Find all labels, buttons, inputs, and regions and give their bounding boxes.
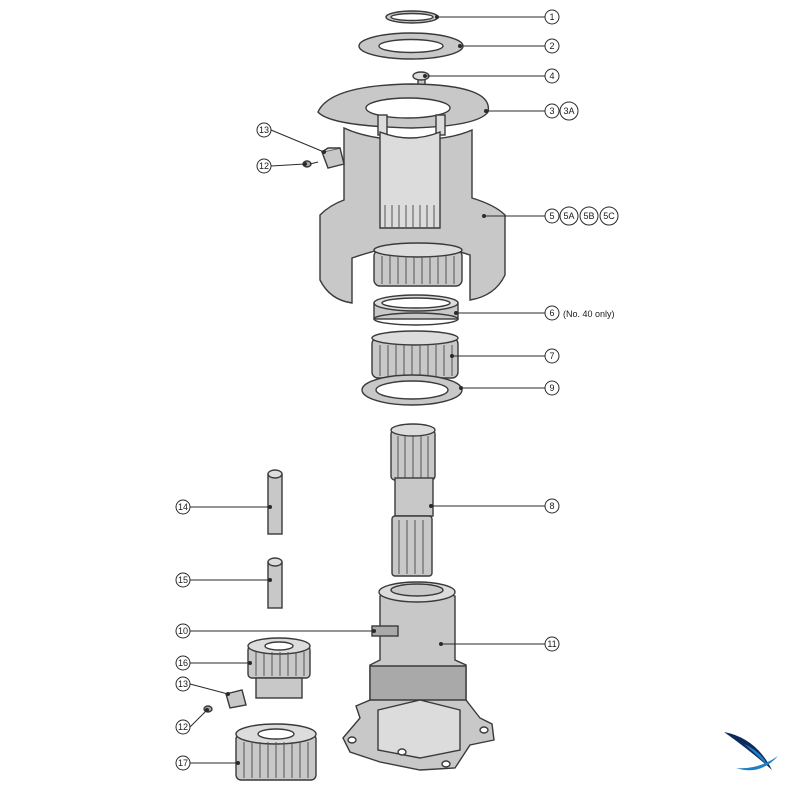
callout-11: 11 bbox=[439, 636, 560, 652]
callout-13-upper: 13 bbox=[256, 122, 326, 154]
callout-4: 4 bbox=[423, 68, 560, 84]
part-3-top-flange bbox=[317, 83, 490, 136]
svg-text:9: 9 bbox=[549, 383, 554, 393]
part-9-washer bbox=[361, 374, 463, 406]
part-11-base bbox=[342, 581, 495, 771]
callout-1: 1 bbox=[435, 9, 560, 25]
sail-swoosh-logo bbox=[724, 732, 778, 771]
svg-text:11: 11 bbox=[547, 639, 556, 649]
part-13-pawl-lower bbox=[225, 689, 247, 709]
part-5-drum-body bbox=[319, 126, 506, 304]
callout-2: 2 bbox=[458, 38, 560, 54]
callout-6-note: (No. 40 only) bbox=[563, 309, 615, 319]
svg-text:12: 12 bbox=[178, 722, 188, 732]
svg-text:13: 13 bbox=[178, 679, 188, 689]
svg-text:8: 8 bbox=[549, 501, 554, 511]
part-16-pinion-gear bbox=[247, 637, 311, 699]
callout-6: 6 (No. 40 only) bbox=[454, 305, 615, 321]
callout-3: 3 3A bbox=[484, 101, 579, 121]
svg-text:5A: 5A bbox=[563, 211, 574, 221]
svg-text:4: 4 bbox=[549, 71, 554, 81]
callout-13-lower: 13 bbox=[175, 676, 230, 696]
callout-5: 5 5A 5B 5C bbox=[482, 206, 619, 226]
part-13-pawl-upper bbox=[321, 147, 345, 169]
upper-roller-bearing bbox=[373, 242, 463, 287]
svg-text:5C: 5C bbox=[603, 211, 615, 221]
svg-text:2: 2 bbox=[549, 41, 554, 51]
svg-text:3: 3 bbox=[549, 106, 554, 116]
callout-10: 10 bbox=[175, 623, 376, 639]
callout-7: 7 bbox=[450, 348, 560, 364]
svg-text:13: 13 bbox=[259, 125, 269, 135]
part-15-pin bbox=[267, 557, 283, 609]
svg-text:1: 1 bbox=[549, 12, 554, 22]
callout-16: 16 bbox=[175, 655, 252, 671]
svg-text:12: 12 bbox=[259, 161, 269, 171]
part-17-gear bbox=[235, 723, 317, 781]
svg-text:5B: 5B bbox=[583, 211, 594, 221]
svg-text:7: 7 bbox=[549, 351, 554, 361]
callout-14: 14 bbox=[175, 499, 272, 515]
callout-9: 9 bbox=[459, 380, 560, 396]
part-2-washer bbox=[358, 32, 464, 60]
part-14-pin bbox=[267, 469, 283, 535]
part-8-gear-shaft bbox=[390, 423, 436, 577]
callout-12-lower: 12 bbox=[175, 708, 209, 735]
part-6-spacer bbox=[373, 294, 459, 326]
callout-15: 15 bbox=[175, 572, 272, 588]
svg-text:17: 17 bbox=[178, 758, 188, 768]
callout-8: 8 bbox=[429, 498, 560, 514]
svg-text:5: 5 bbox=[549, 211, 554, 221]
svg-text:15: 15 bbox=[178, 575, 188, 585]
callout-17: 17 bbox=[175, 755, 240, 771]
svg-text:14: 14 bbox=[178, 502, 188, 512]
svg-text:6: 6 bbox=[549, 308, 554, 318]
drum-teeth bbox=[384, 205, 435, 228]
part-7-roller-bearing bbox=[371, 330, 459, 379]
part-1-ring bbox=[385, 10, 439, 24]
svg-text:10: 10 bbox=[178, 626, 188, 636]
svg-text:3A: 3A bbox=[563, 106, 574, 116]
svg-text:16: 16 bbox=[178, 658, 188, 668]
callout-12-upper: 12 bbox=[256, 158, 307, 174]
